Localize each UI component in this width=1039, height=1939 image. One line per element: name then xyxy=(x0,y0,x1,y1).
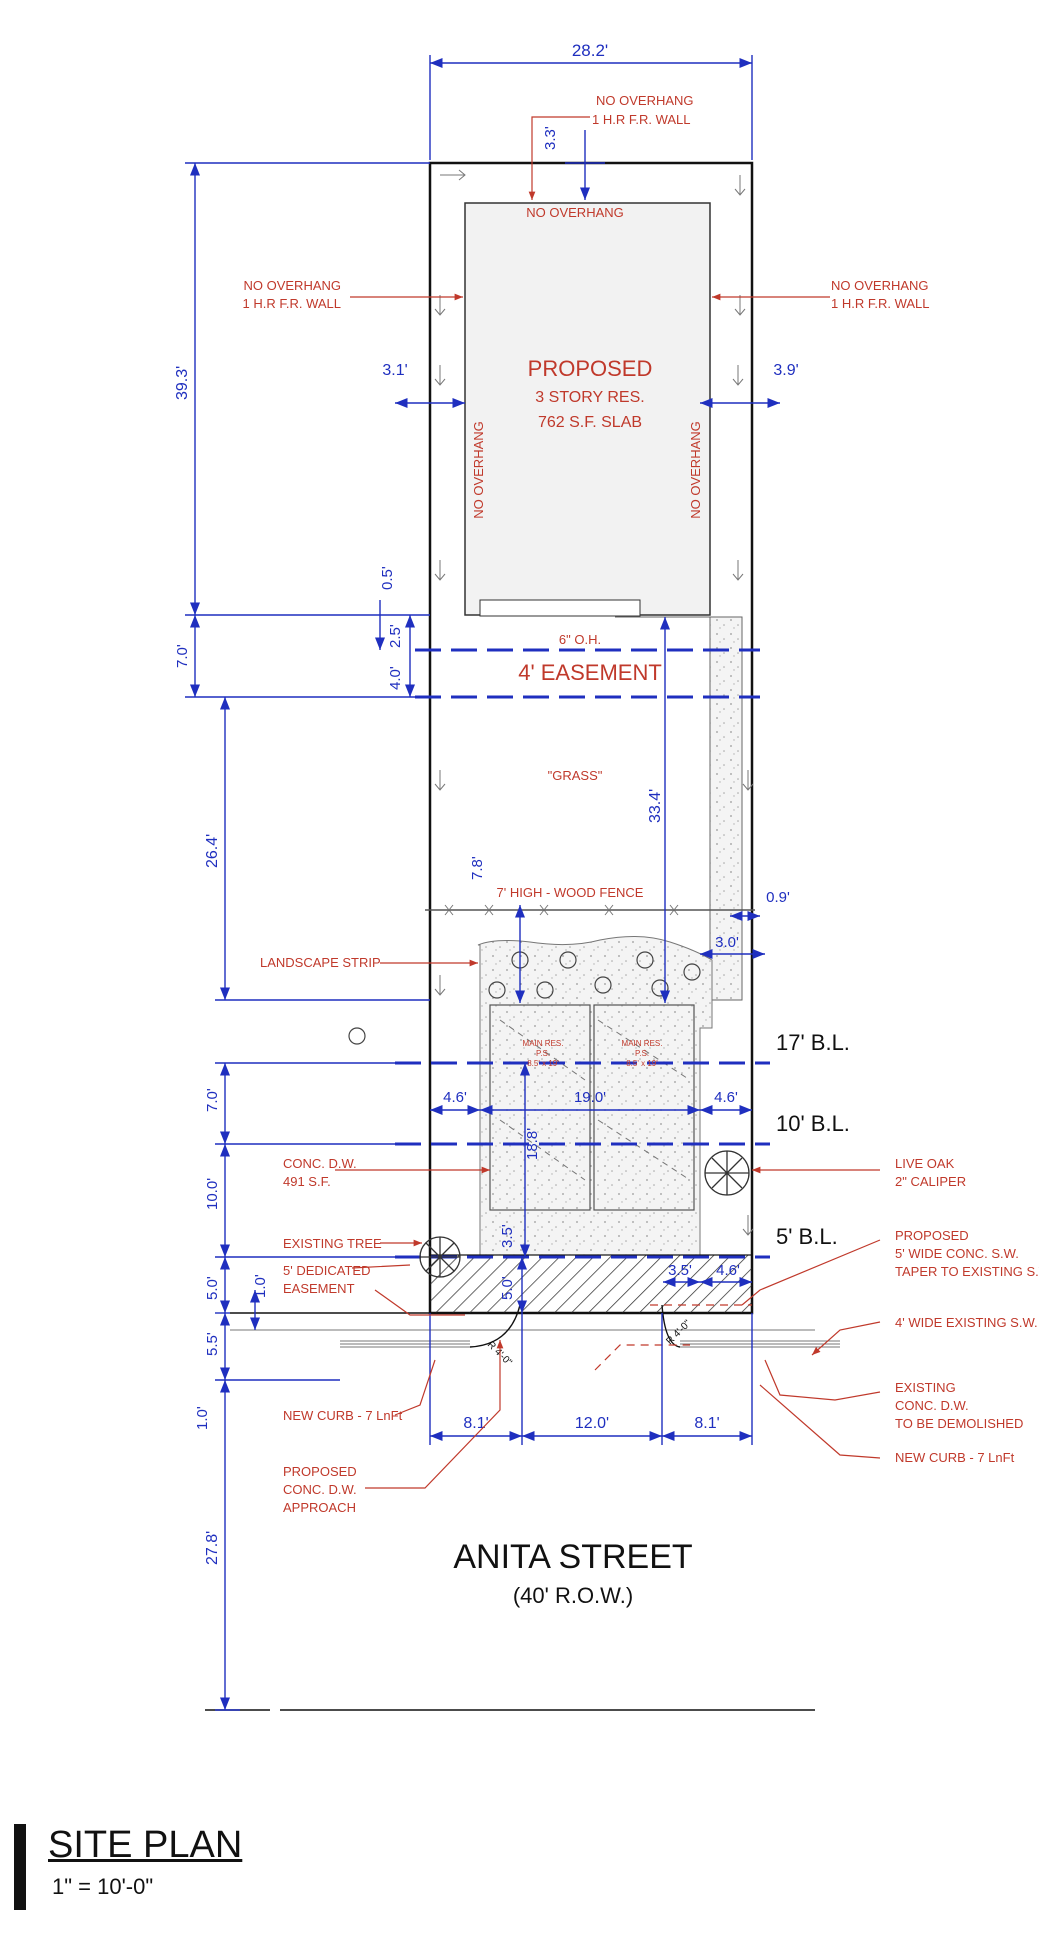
parking-right-label-2: P.S. xyxy=(635,1049,649,1058)
note-prop-sw-3: TAPER TO EXISTING S.W. xyxy=(895,1264,1039,1279)
note-approach-1: PROPOSED xyxy=(283,1464,357,1479)
dim-4-6-left: 4.6' xyxy=(443,1089,467,1106)
dim-7-0-upper: 7.0' xyxy=(174,644,191,668)
note-dedicated-1: 5' DEDICATED xyxy=(283,1263,370,1278)
annotations: NO OVERHANG 1 H.R F.R. WALL NO OVERHANG … xyxy=(243,93,1039,1515)
note-fr-wall-right: 1 H.R F.R. WALL xyxy=(831,296,929,311)
dimension-lines xyxy=(185,55,780,1711)
build-line-5-label: 5' B.L. xyxy=(776,1224,838,1249)
note-no-overhang-vert-left: NO OVERHANG xyxy=(471,421,486,519)
street-row: (40' R.O.W.) xyxy=(513,1583,633,1608)
note-live-oak-1: LIVE OAK xyxy=(895,1156,955,1171)
dim-5-0-left: 5.0' xyxy=(204,1276,221,1300)
dim-top-width: 28.2' xyxy=(572,41,608,60)
annotation-leaders xyxy=(335,116,881,1489)
live-oak-tree xyxy=(704,1150,750,1196)
existing-tree xyxy=(419,1236,461,1278)
dim-0-5: 0.5' xyxy=(379,566,396,590)
note-exist-sw: 4' WIDE EXISTING S.W. xyxy=(895,1315,1038,1330)
dim-5-5: 5.5' xyxy=(204,1332,221,1356)
note-prop-sw-2: 5' WIDE CONC. S.W. xyxy=(895,1246,1019,1261)
title-bar xyxy=(14,1824,26,1910)
parking-left-label-3: 8.5' x 19' xyxy=(527,1059,559,1068)
dim-left-setback: 3.1' xyxy=(382,362,407,379)
note-fence: 7' HIGH - WOOD FENCE xyxy=(497,885,644,900)
note-live-oak-2: 2" CALIPER xyxy=(895,1174,966,1189)
note-grass: "GRASS" xyxy=(548,768,603,783)
note-no-overhang-inner: NO OVERHANG xyxy=(526,205,624,220)
dim-right-setback: 3.9' xyxy=(773,362,798,379)
parking-right-label-1: MAIN RES. xyxy=(622,1039,663,1048)
note-existing-tree: EXISTING TREE xyxy=(283,1236,382,1251)
note-prop-sw-1: PROPOSED xyxy=(895,1228,969,1243)
dim-27-8: 27.8' xyxy=(204,1531,221,1565)
dedicated-easement-strip xyxy=(429,1254,753,1314)
dim-7-8: 7.8' xyxy=(469,856,486,880)
parking-left-label-2: P.S. xyxy=(536,1049,550,1058)
note-no-overhang-right: NO OVERHANG xyxy=(831,278,929,293)
note-no-overhang-left: NO OVERHANG xyxy=(243,278,341,293)
note-exist-dw-2: CONC. D.W. xyxy=(895,1398,969,1413)
building-stories: 3 STORY RES. xyxy=(535,389,644,406)
dim-4-0: 4.0' xyxy=(387,666,404,690)
dim-8-1-left: 8.1' xyxy=(463,1415,488,1432)
dim-top-setback: 3.3' xyxy=(542,126,559,150)
dim-1-0-lower: 1.0' xyxy=(194,1406,211,1430)
dim-26-4: 26.4' xyxy=(204,834,221,868)
build-line-10-label: 10' B.L. xyxy=(776,1111,850,1136)
note-new-curb-left: NEW CURB - 7 LnFt xyxy=(283,1408,403,1423)
drawing-scale: 1" = 10'-0" xyxy=(52,1874,154,1899)
dim-2-5: 2.5' xyxy=(387,624,404,648)
building-footprint xyxy=(464,202,711,617)
site-plan-title: SITE PLAN xyxy=(48,1824,243,1866)
radius-right-label: R 4'-0" xyxy=(664,1318,693,1347)
dim-12-0: 12.0' xyxy=(575,1415,609,1432)
dim-7-0-lower: 7.0' xyxy=(204,1088,221,1112)
dim-33-4: 33.4' xyxy=(647,789,664,823)
note-exist-dw-1: EXISTING xyxy=(895,1380,956,1395)
dim-0-9: 0.9' xyxy=(766,889,790,906)
parking-left-label-1: MAIN RES. xyxy=(523,1039,564,1048)
note-easement: 4' EASEMENT xyxy=(518,660,662,685)
note-overhang: 6" O.H. xyxy=(559,632,601,647)
dim-3-0: 3.0' xyxy=(715,934,739,951)
dim-19-0: 19.0' xyxy=(574,1089,606,1106)
note-fr-wall-top: 1 H.R F.R. WALL xyxy=(592,112,690,127)
note-landscape-strip: LANDSCAPE STRIP xyxy=(260,955,381,970)
dim-4-6-right: 4.6' xyxy=(714,1089,738,1106)
dim-10-0: 10.0' xyxy=(204,1178,221,1210)
dim-building-depth: 39.3' xyxy=(174,366,191,400)
dim-1-0: 1.0' xyxy=(252,1274,269,1298)
build-line-17-label: 17' B.L. xyxy=(776,1030,850,1055)
note-no-overhang-vert-right: NO OVERHANG xyxy=(688,421,703,519)
dim-3-5-horiz: 3.5' xyxy=(668,1262,692,1279)
note-dedicated-2: EASEMENT xyxy=(283,1281,355,1296)
building-title: PROPOSED xyxy=(528,356,653,381)
note-exist-dw-3: TO BE DEMOLISHED xyxy=(895,1416,1023,1431)
dim-5-0-center: 5.0' xyxy=(499,1276,516,1300)
dim-3-5-vert: 3.5' xyxy=(499,1224,516,1248)
note-fr-wall-left: 1 H.R F.R. WALL xyxy=(243,296,341,311)
note-conc-dw-2: 491 S.F. xyxy=(283,1174,331,1189)
note-approach-3: APPROACH xyxy=(283,1500,356,1515)
note-approach-2: CONC. D.W. xyxy=(283,1482,357,1497)
parking-right-label-3: 8.5' x 19' xyxy=(626,1059,658,1068)
dim-8-1-right: 8.1' xyxy=(694,1415,719,1432)
building-slab: 762 S.F. SLAB xyxy=(538,414,642,431)
drainage-arrows xyxy=(434,169,754,1236)
dim-4-6-sidewalk: 4.6' xyxy=(716,1262,740,1279)
note-no-overhang-top: NO OVERHANG xyxy=(596,93,694,108)
dim-18-8: 18.8' xyxy=(524,1128,541,1160)
note-new-curb-right: NEW CURB - 7 LnFt xyxy=(895,1450,1015,1465)
note-conc-dw-1: CONC. D.W. xyxy=(283,1156,357,1171)
dimension-labels: 28.2' 3.3' 39.3' 3.1' 3.9' 0.5' 2.5' 4.0… xyxy=(174,41,799,1565)
street-name: ANITA STREET xyxy=(453,1538,692,1576)
